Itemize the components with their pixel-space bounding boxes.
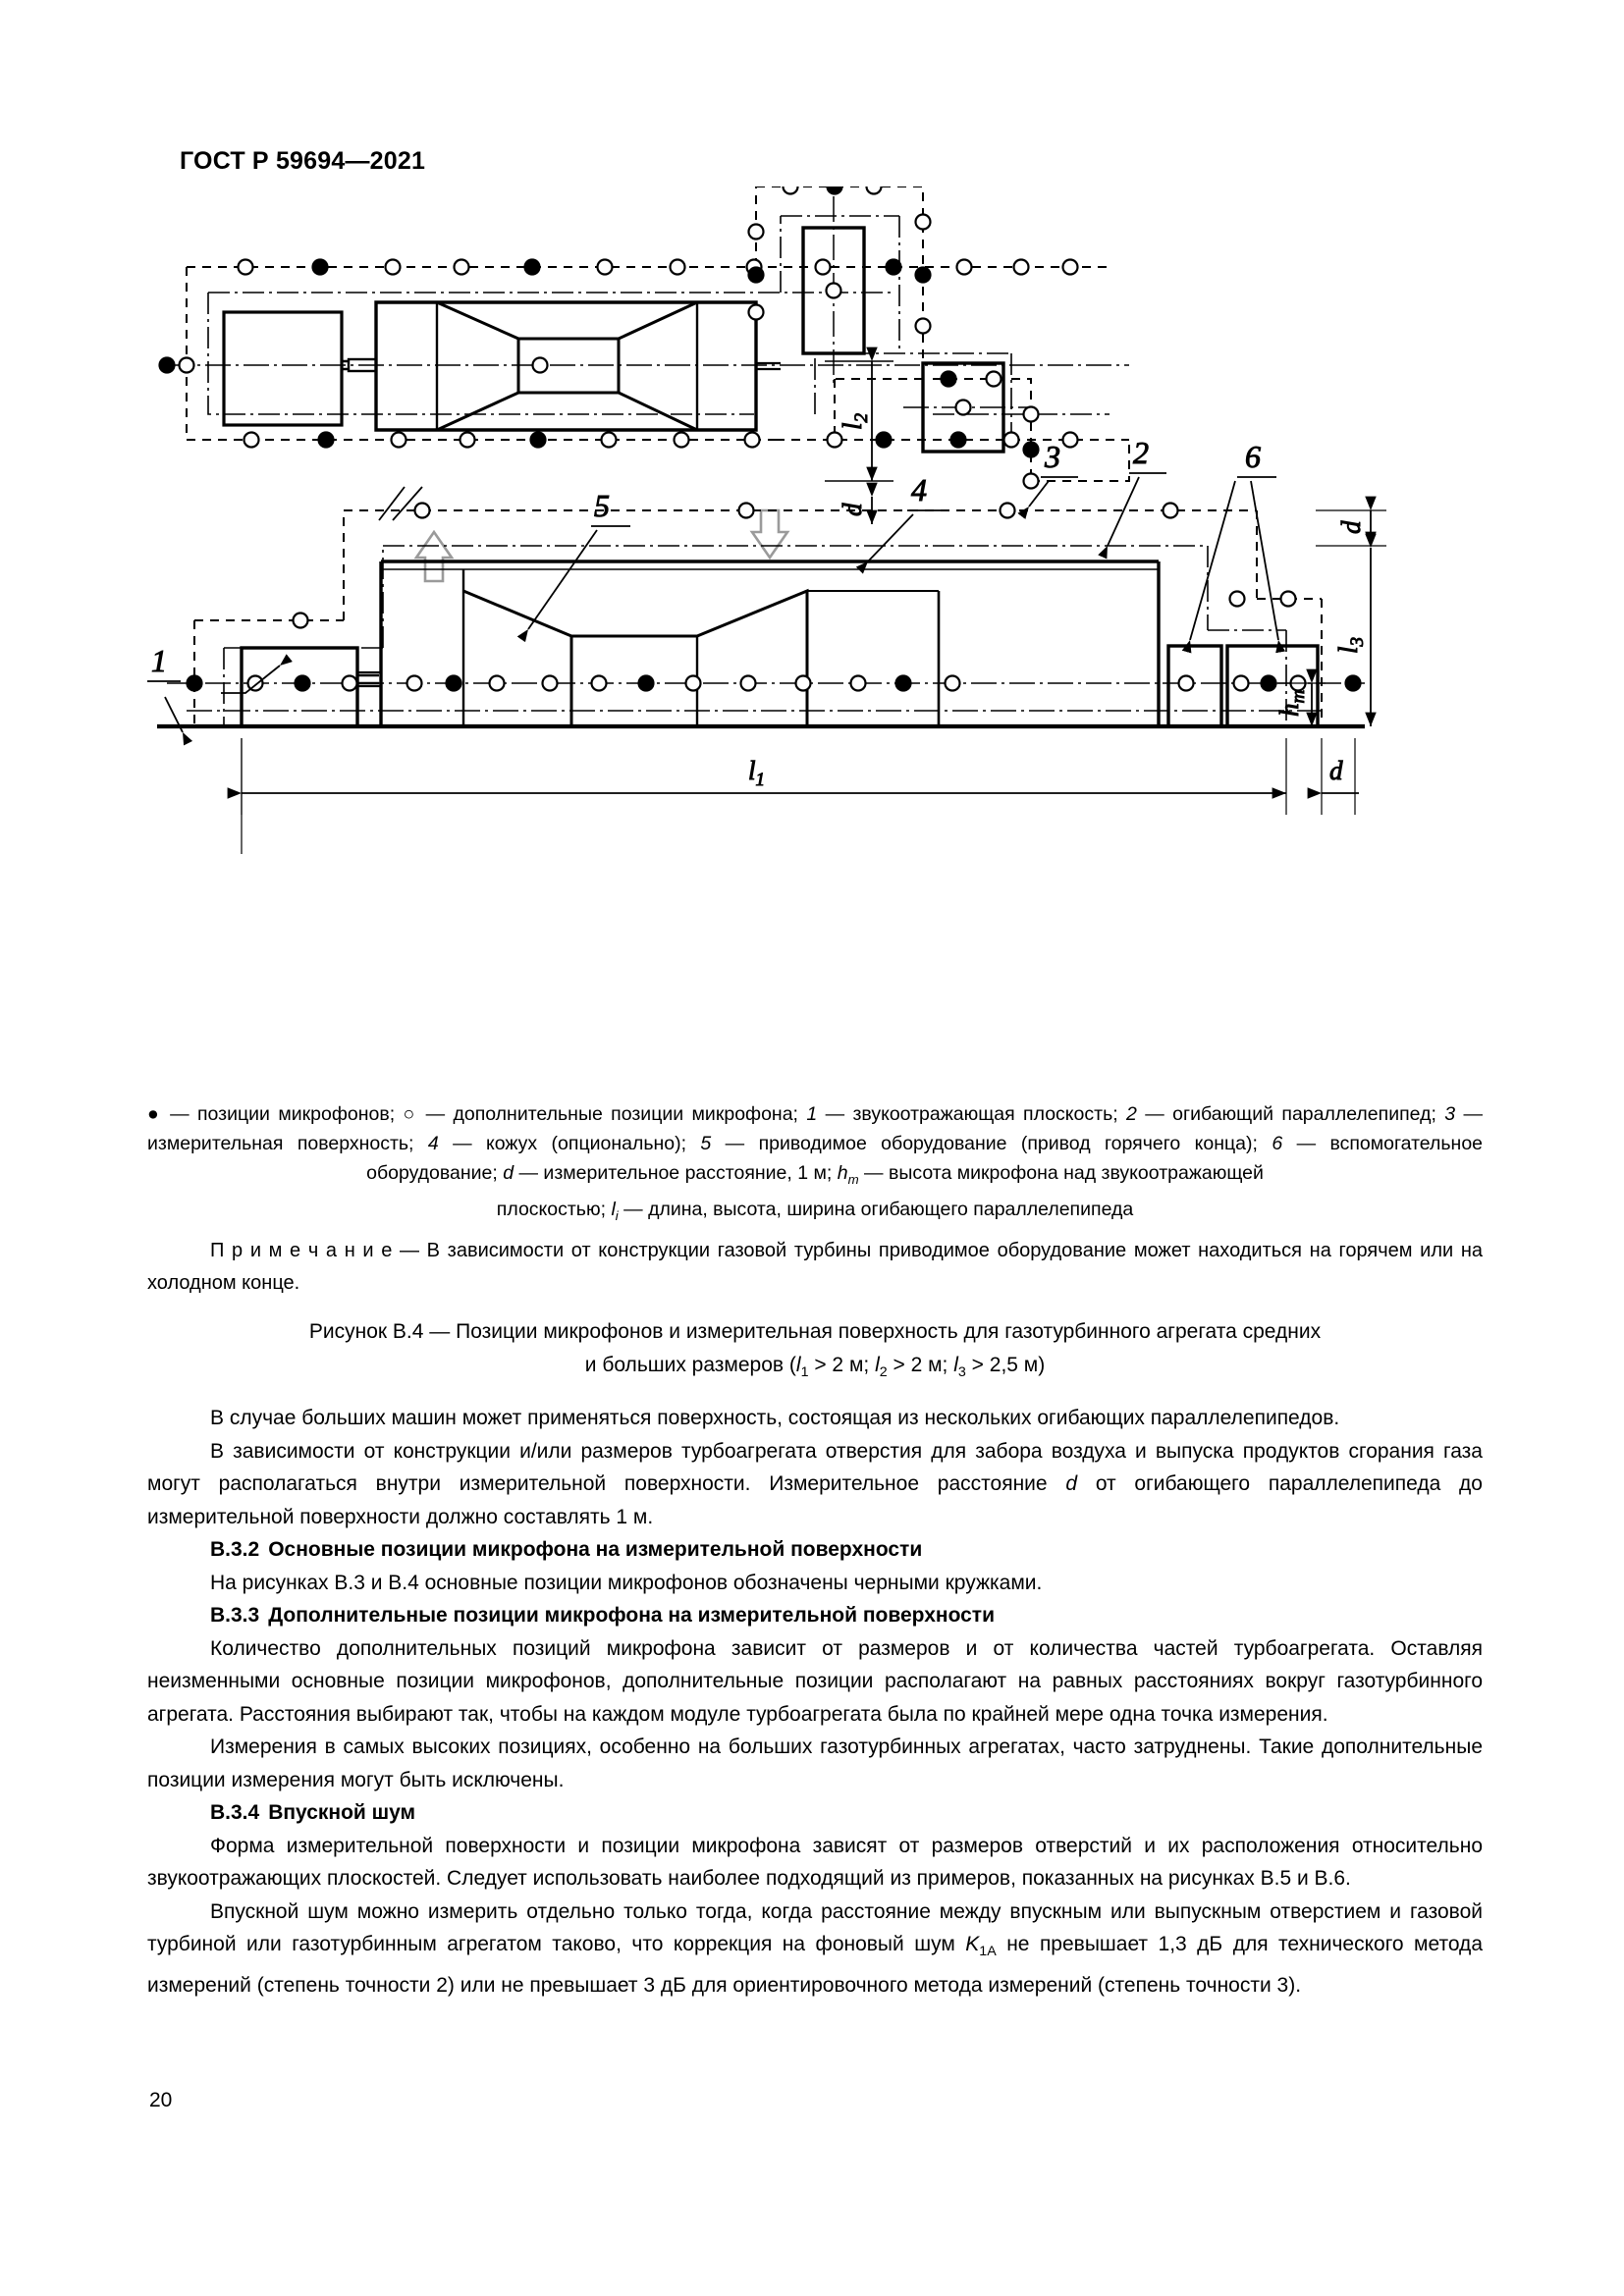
figure-title-l3-sub: 3 [957,1364,966,1381]
legend-num-2: 2 [1126,1103,1137,1125]
legend-sym-l: l [611,1198,616,1220]
figure-title-l3: l [953,1354,958,1376]
para-in-b: не превышает 1,3 дБ для технического мет… [147,1933,1483,1997]
dimension-label-d-bottom: d [1329,756,1343,785]
figure-b4-diagram: l2 d [147,187,1483,1099]
legend-lastline-post: — длина, высота, ширина огибающего парал… [618,1198,1134,1220]
para-md-a: В зависимости от конструкции и/или разме… [147,1439,1483,1496]
heading-b33-text: Дополнительные позиции микрофона на изме… [268,1604,996,1627]
legend-text-1: — звукоотражающая плоскость; [817,1103,1127,1125]
figure-callout-3: 3 [1044,439,1060,474]
legend-text-h: — высота микрофона над звукоотражающей [858,1162,1264,1184]
legend-sym-h: h [837,1162,848,1184]
legend-text-2: — огибающий параллелепипед; [1136,1103,1445,1125]
figure-note: П р и м е ч а н и е — В зависимости от к… [147,1235,1483,1300]
heading-b32: В.3.2 Основные позиции микрофона на измер… [147,1533,1483,1567]
heading-b32-text: Основные позиции микрофона на измеритель… [268,1538,923,1561]
dimension-label-hm: hm [1274,690,1309,717]
symbol-k1a: K [965,1933,980,1955]
figure-title-l1-sub: 1 [800,1364,809,1381]
legend-text-4: — кожух (опционально); [438,1133,701,1154]
legend-num-5: 5 [700,1133,712,1154]
legend-num-1: 1 [806,1103,818,1125]
para-md-b: от огибающего параллелепипеда до измерит… [147,1472,1483,1528]
paragraph-measurement-distance: В зависимости от конструкции и/или разме… [147,1435,1483,1534]
legend-sym-l-sub: i [615,1207,619,1223]
figure-callout-6: 6 [1245,439,1261,474]
legend-num-4: 4 [427,1133,439,1154]
heading-b32-number: В.3.2 [210,1538,260,1561]
legend-mic-symbols: ● — позиции микрофонов; ○ — дополнительн… [147,1103,807,1125]
para-in-a: Впускной шум можно измерить отдельно тол… [147,1899,1483,1956]
paragraph-large-machines: В случае больших машин может применяться… [210,1407,1340,1429]
heading-b33-number: В.3.3 [210,1604,260,1627]
page-header-standard-number: ГОСТ Р 59694—2021 [180,147,426,175]
figure-title-cond2: > 2 м; [887,1354,954,1376]
legend-text-d: — измерительное расстояние, 1 м; [514,1162,838,1184]
figure-title-l1: l [795,1354,801,1376]
paragraph-high-positions: Измерения в самых высоких позициях, особ… [147,1735,1483,1791]
figure-title-cond3: > 2,5 м) [965,1354,1046,1376]
figure-legend: ● — позиции микрофонов; ○ — дополнительн… [147,1099,1483,1231]
heading-b34: В.3.4 Впускной шум [147,1796,1483,1830]
figure-title: Рисунок В.4 — Позиции микрофонов и измер… [147,1315,1483,1389]
legend-sym-d: d [503,1162,514,1184]
symbol-k1a-sub: 1A [979,1944,997,1960]
legend-num-6: 6 [1272,1133,1283,1154]
legend-last-line: плоскостью; li — длина, высота, ширина о… [147,1195,1483,1231]
figure-callout-1: 1 [151,643,167,678]
page-number: 20 [149,2089,173,2111]
paragraph-additional-positions: Количество дополнительных позиций микроф… [147,1636,1483,1726]
dimension-label-l1: l1 [748,756,765,790]
paragraph-surface-shape: Форма измерительной поверхности и позици… [147,1834,1483,1891]
legend-text-5: — приводимое оборудование (привод горяче… [711,1133,1272,1154]
heading-b34-text: Впускной шум [268,1801,416,1824]
figure-title-l2-sub: 2 [879,1364,888,1381]
note-label: П р и м е ч а н и е [210,1240,393,1261]
dimension-label-l3: l3 [1333,637,1368,654]
figure-callout-5: 5 [594,488,610,523]
legend-sym-h-sub: m [847,1171,859,1187]
figure-title-l2: l [875,1354,880,1376]
heading-b33: В.3.3 Дополнительные позиции микрофона на… [147,1599,1483,1632]
figure-title-line1: Рисунок В.4 — Позиции микрофонов и измер… [308,1320,1322,1343]
legend-lastline-pre: плоскостью; [496,1198,612,1220]
dimension-label-d-right: d [1336,520,1366,534]
symbol-d: d [1065,1472,1078,1495]
body-text: В случае больших машин может применяться… [147,1402,1483,2002]
paragraph-inlet-noise: Впускной шум можно измерить отдельно тол… [147,1896,1483,2002]
figure-title-cond1: > 2 м; [808,1354,876,1376]
dimension-label-l2: l2 [838,412,872,430]
legend-num-3: 3 [1444,1103,1456,1125]
legend-text-6: — вспомогательное оборудование; [366,1133,1484,1184]
figure-title-line2-pre: и больших размеров ( [584,1354,796,1376]
heading-b34-number: В.3.4 [210,1801,260,1824]
legend-text-3: — измерительная поверхность; [147,1103,1483,1154]
note-text: — В зависимости от конструкции газовой т… [147,1240,1483,1294]
figure-callout-4: 4 [911,472,927,507]
paragraph-main-positions: На рисунках В.3 и В.4 основные позиции м… [210,1571,1043,1594]
figure-callout-2: 2 [1133,435,1149,470]
